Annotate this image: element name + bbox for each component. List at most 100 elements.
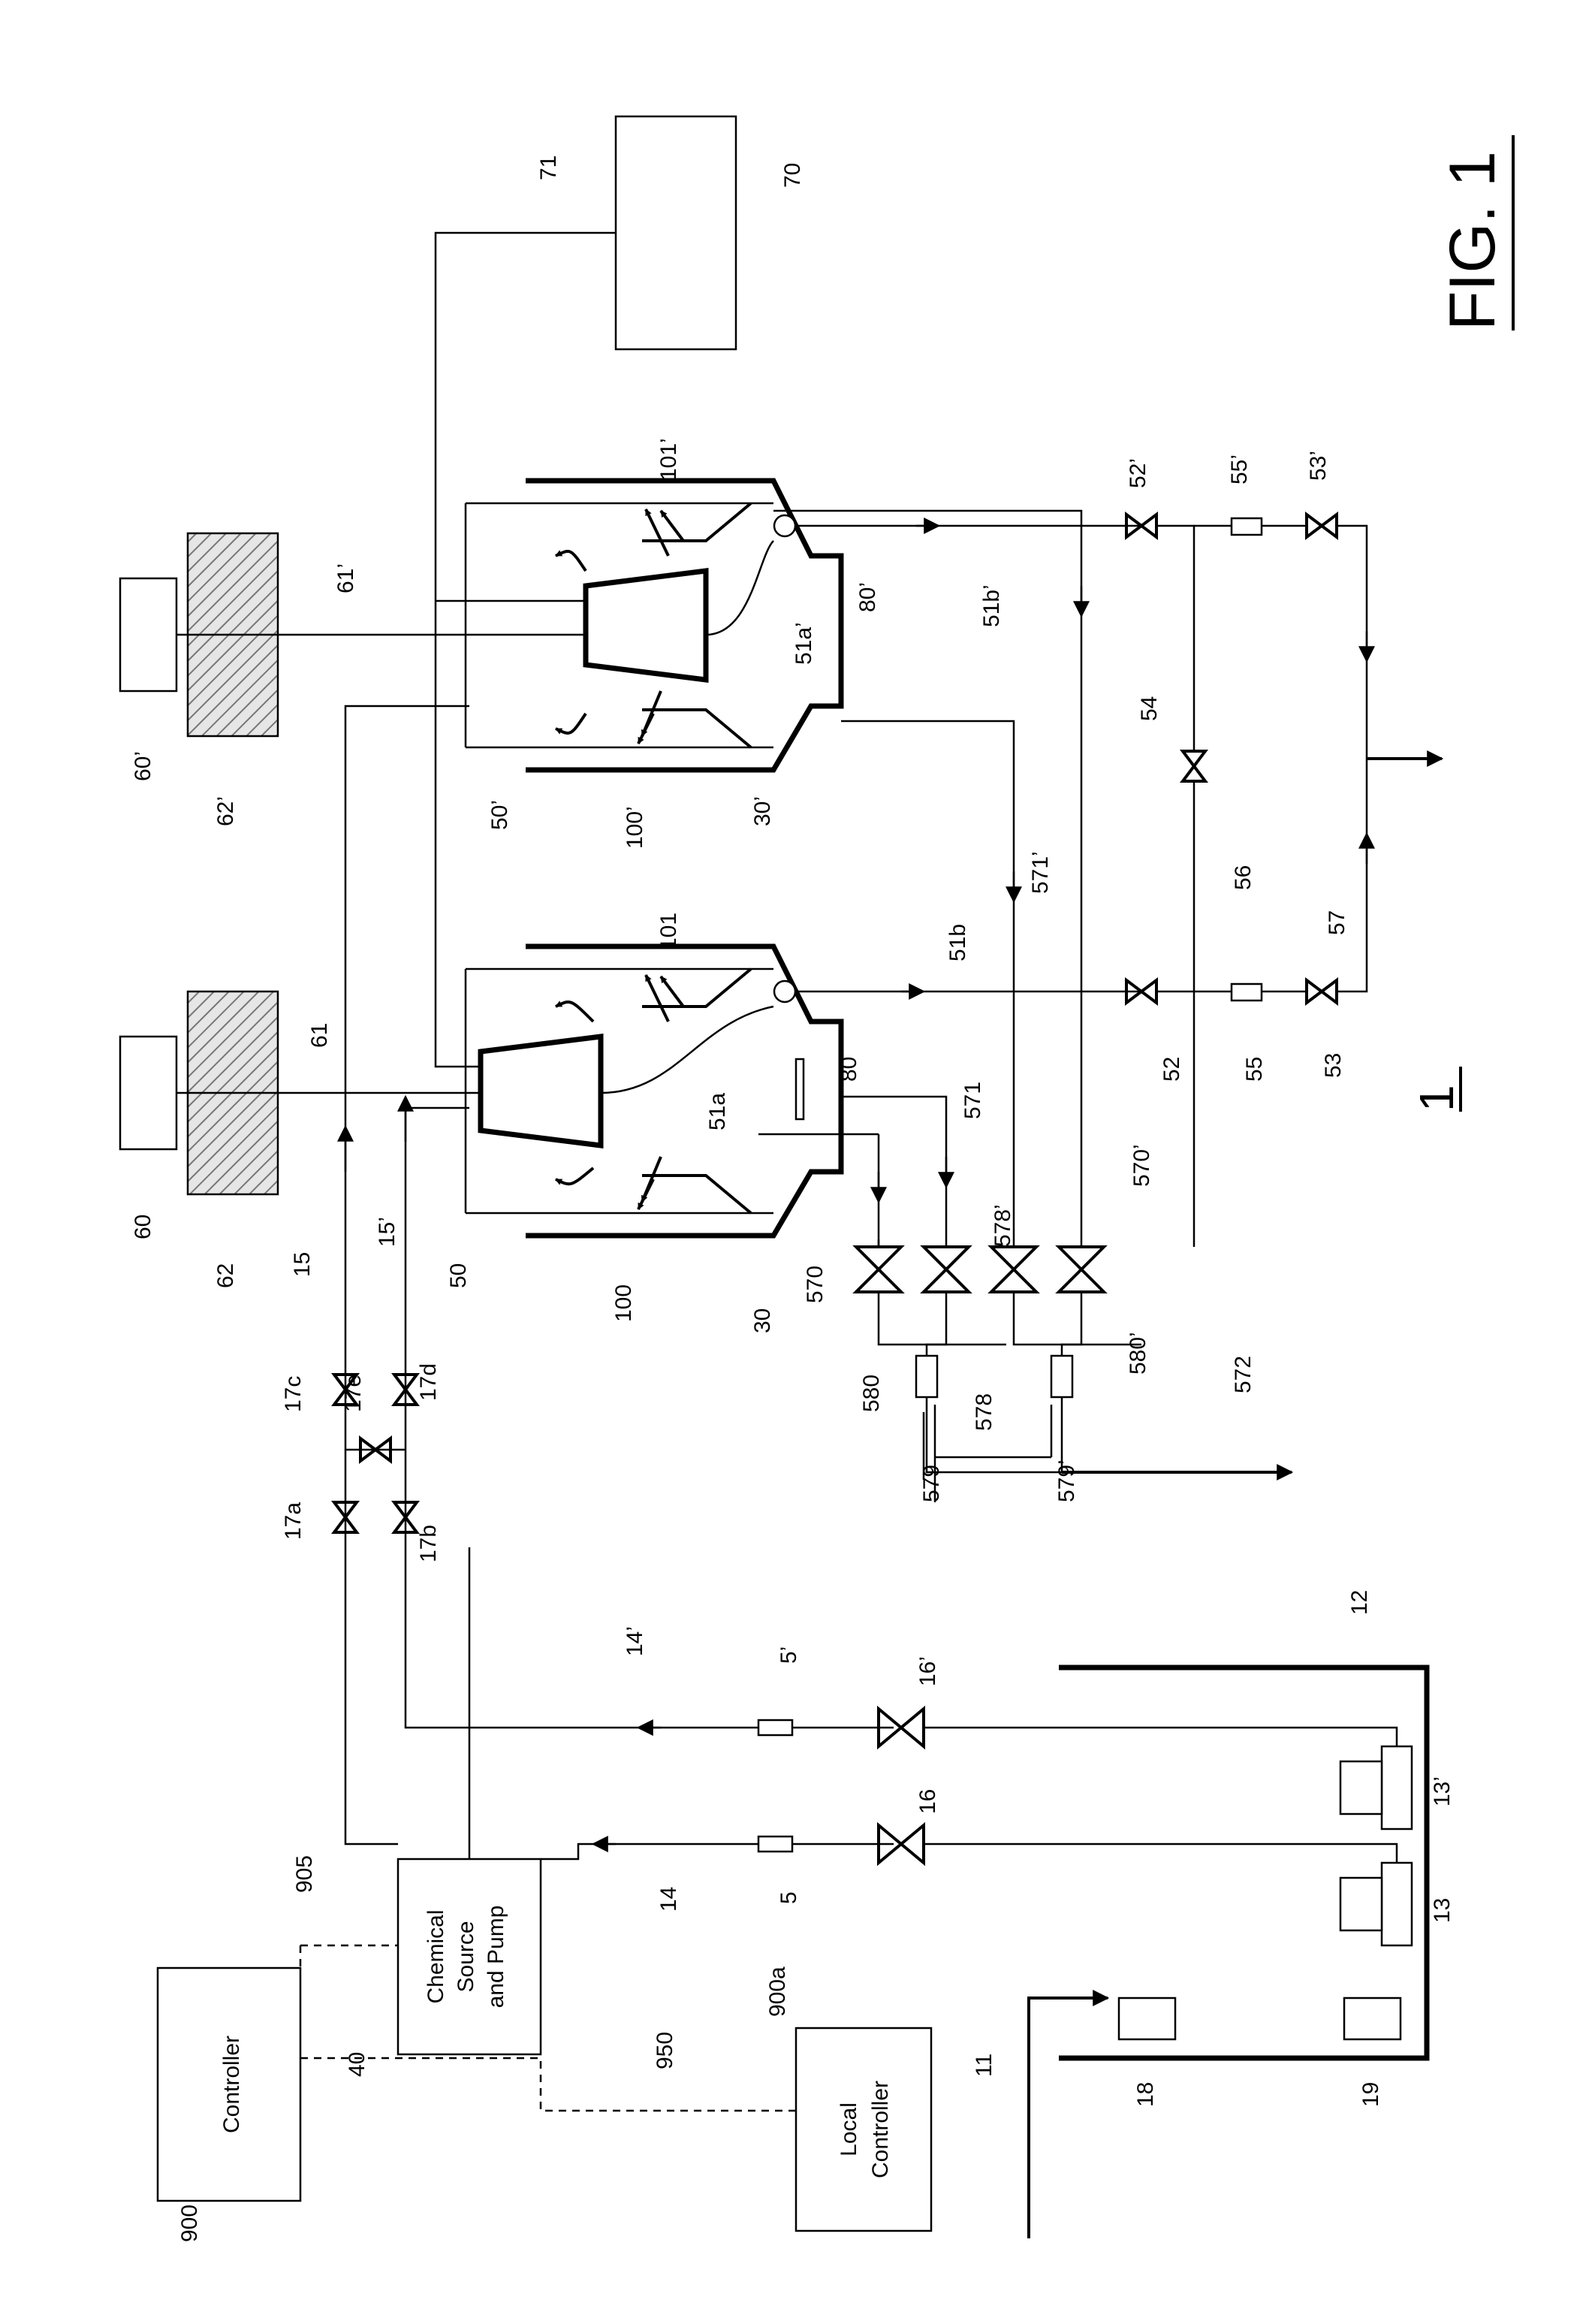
ref-55: 55 xyxy=(1242,1057,1267,1082)
ref-571: 571 xyxy=(960,1082,985,1119)
ref-30p: 30’ xyxy=(750,796,775,826)
box-70 xyxy=(616,116,736,349)
filter-55 xyxy=(1232,984,1262,1001)
feed-line-15p-lower xyxy=(406,1547,469,1728)
valve-580-578-join xyxy=(879,1292,946,1345)
ref-580: 580 xyxy=(859,1375,884,1412)
ref-17b: 17b xyxy=(416,1525,441,1562)
ref-30: 30 xyxy=(750,1308,775,1333)
valve-580p[interactable] xyxy=(1059,1247,1104,1292)
ref-51b: 51b xyxy=(945,924,970,961)
valve-54[interactable] xyxy=(1183,751,1205,781)
ref-5: 5 xyxy=(776,1891,801,1904)
ref-53p: 53’ xyxy=(1306,451,1331,481)
valve-578p[interactable] xyxy=(991,1247,1036,1292)
processing-unit-30p xyxy=(315,481,1141,770)
ref-16p: 16’ xyxy=(915,1656,940,1686)
ref-14p: 14’ xyxy=(623,1626,647,1656)
ref-101p: 101’ xyxy=(656,438,681,481)
chemical-source-block: Chemical Source and Pump xyxy=(398,1859,541,2054)
drain-579-top xyxy=(927,1345,1006,1356)
guide-100 xyxy=(642,1176,751,1213)
filter-579 xyxy=(916,1356,937,1397)
ref-580p: 580’ xyxy=(1126,1332,1150,1375)
ref-100p: 100’ xyxy=(623,806,647,849)
ref-572: 572 xyxy=(1231,1356,1256,1393)
ref-570: 570 xyxy=(803,1266,828,1303)
ref-60: 60 xyxy=(131,1215,155,1239)
ref-15: 15 xyxy=(290,1252,315,1277)
ref-579p: 579’ xyxy=(1054,1459,1079,1502)
ref-13: 13 xyxy=(1430,1898,1455,1923)
ref-50: 50 xyxy=(446,1263,471,1288)
local-controller-label-2: Controller xyxy=(868,2081,893,2178)
figure-title: FIG. 1 xyxy=(1437,151,1509,330)
ref-579: 579 xyxy=(919,1465,944,1502)
ref-12: 12 xyxy=(1347,1590,1372,1615)
filter-55p xyxy=(1232,518,1262,535)
ref-571p: 571’ xyxy=(1028,851,1053,894)
processing-unit-30 xyxy=(315,946,1141,1236)
motor-60p xyxy=(120,578,176,691)
system-ref-label: 1 xyxy=(1410,1085,1464,1112)
feed-line-15p xyxy=(406,1108,469,1728)
figure-title-group: FIG. 1 xyxy=(1437,135,1513,330)
ref-578: 578 xyxy=(972,1393,996,1431)
ref-17d: 17d xyxy=(416,1363,441,1401)
ref-100: 100 xyxy=(611,1284,636,1322)
guide-100p xyxy=(642,710,751,747)
line-51ap xyxy=(706,541,773,635)
ref-101: 101 xyxy=(656,913,681,950)
controller-block: Controller xyxy=(158,1968,300,2201)
ref-578p: 578’ xyxy=(990,1204,1015,1247)
valve-578[interactable] xyxy=(924,1247,969,1292)
chemical-label-3: and Pump xyxy=(484,1906,508,2009)
ref-80: 80 xyxy=(837,1057,861,1082)
line-52p-54 xyxy=(1156,526,1194,751)
ref-17a: 17a xyxy=(281,1502,306,1540)
ref-54: 54 xyxy=(1137,696,1162,721)
pump-13 xyxy=(1382,1863,1412,1945)
ref-53: 53 xyxy=(1321,1053,1346,1078)
spin-arrow-top xyxy=(556,1002,593,1022)
pump-13p xyxy=(1382,1746,1412,1829)
flow-arrow-100-b xyxy=(642,1157,661,1202)
local-controller-label-1: Local xyxy=(837,2102,861,2156)
valve-53[interactable] xyxy=(1307,980,1337,1003)
filter-579p xyxy=(1051,1356,1072,1397)
chemical-label-2: Source xyxy=(454,1921,478,1992)
motor-60 xyxy=(120,1037,176,1149)
ref-52p: 52’ xyxy=(1126,458,1150,488)
chuck-50p xyxy=(586,571,706,680)
feed-line-15-top xyxy=(345,706,469,1134)
sensor-19 xyxy=(1344,1998,1401,2039)
ref-950: 950 xyxy=(653,2032,677,2069)
ref-900a: 900a xyxy=(765,1966,790,2017)
sensor-80 xyxy=(774,981,795,1002)
ref-60p: 60’ xyxy=(131,751,155,781)
sensor-18 xyxy=(1119,1998,1175,2039)
local-controller-block: Local Controller xyxy=(796,2028,931,2231)
ref-51a: 51a xyxy=(705,1093,730,1130)
line-571 xyxy=(841,1097,946,1247)
local-controller-box xyxy=(796,2028,931,2231)
ref-52: 52 xyxy=(1159,1057,1184,1082)
line-57-upper xyxy=(1337,526,1367,759)
line-14 xyxy=(541,1844,894,1859)
ref-15p: 15’ xyxy=(375,1217,400,1247)
line-71 xyxy=(436,233,616,1067)
ref-570p: 570’ xyxy=(1129,1144,1154,1187)
line-571p xyxy=(841,721,1014,1247)
valve-580[interactable] xyxy=(856,1247,901,1292)
inlet-11 xyxy=(1029,1998,1108,2238)
line-52-56 xyxy=(1156,796,1194,1247)
signal-line-950 xyxy=(300,2058,796,2111)
ref-71: 71 xyxy=(536,155,561,180)
ref-51ap: 51a’ xyxy=(791,622,816,665)
ref-17c: 17c xyxy=(281,1376,306,1412)
valve-53p[interactable] xyxy=(1307,515,1337,537)
filter-5p xyxy=(758,1720,792,1735)
ref-70: 70 xyxy=(780,163,805,188)
ref-50p: 50’ xyxy=(487,800,512,830)
